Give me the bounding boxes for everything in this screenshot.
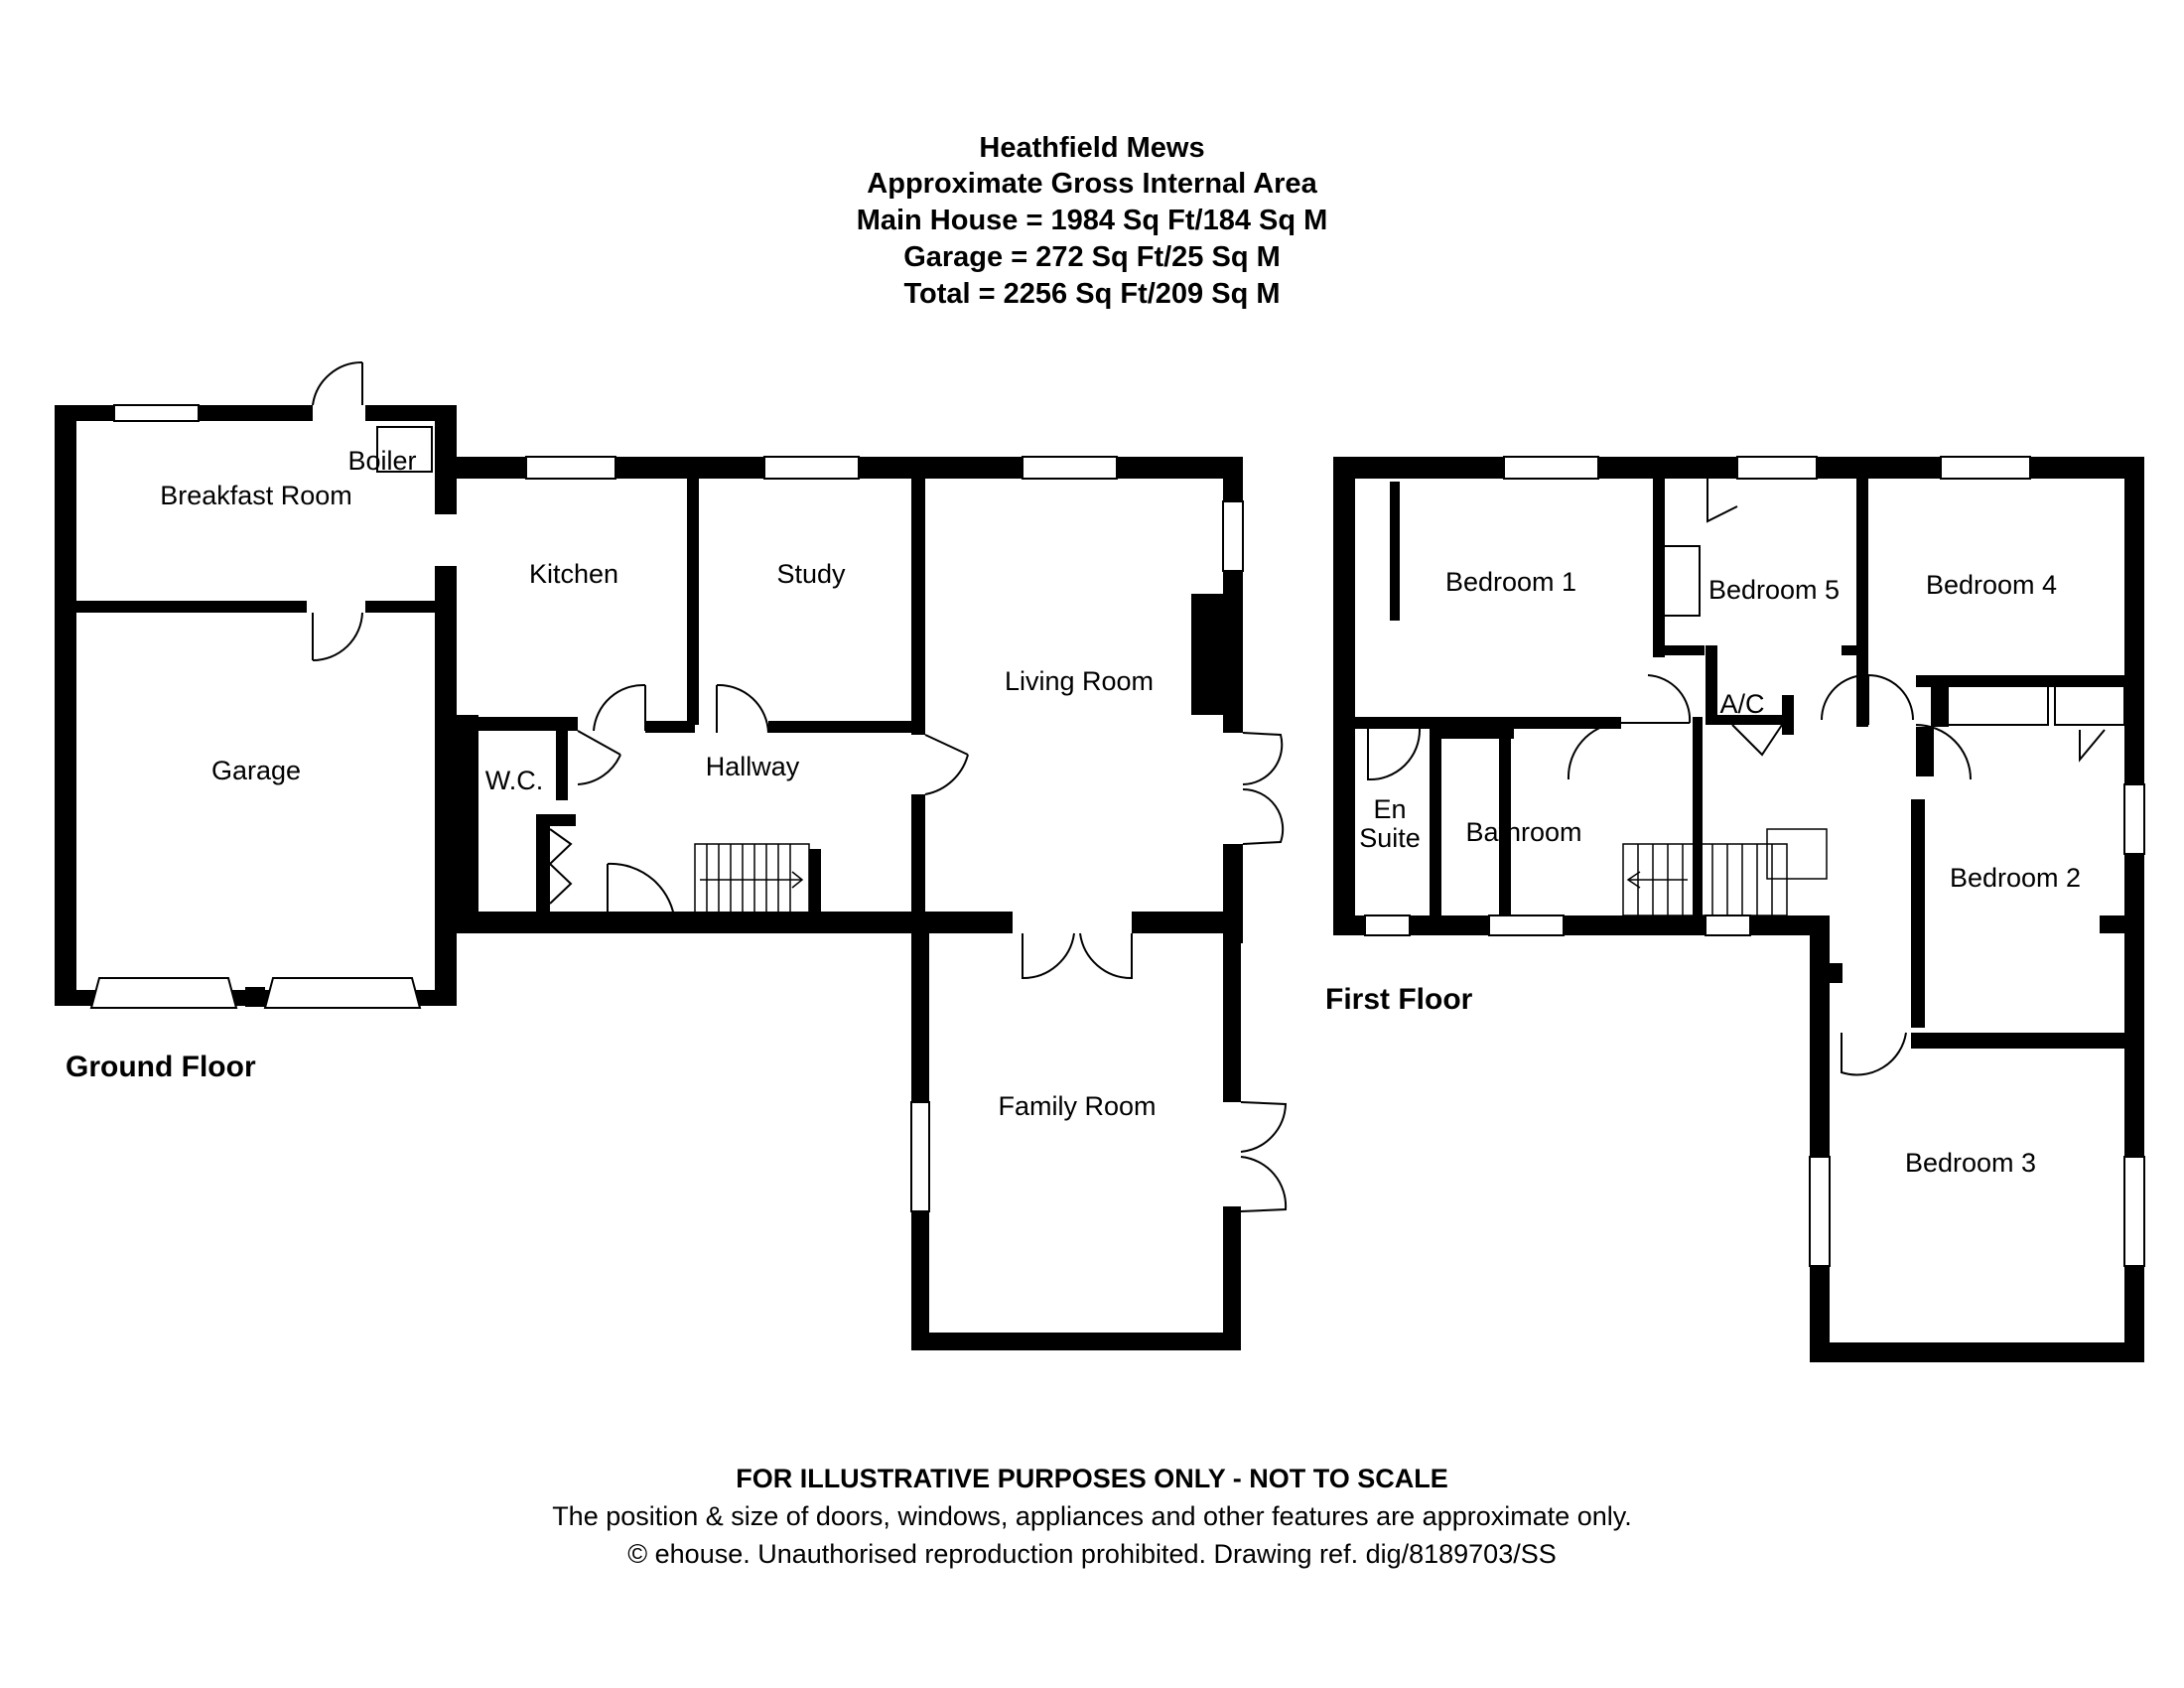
first-floor-label: First Floor xyxy=(1325,983,1473,1016)
disclaimer-text: FOR ILLUSTRATIVE PURPOSES ONLY - NOT TO … xyxy=(736,1464,1448,1493)
room-garage: Garage xyxy=(211,756,301,785)
area-total: Total = 2256 Sq Ft/209 Sq M xyxy=(903,278,1281,310)
plan-title: Heathfield Mews xyxy=(979,132,1205,164)
ground-floor-plan xyxy=(55,405,1243,1350)
room-bedroom-2: Bedroom 2 xyxy=(1950,863,2081,893)
room-breakfast-room: Breakfast Room xyxy=(160,481,352,510)
room-en-suite-line2: Suite xyxy=(1359,823,1421,853)
area-main-house: Main House = 1984 Sq Ft/184 Sq M xyxy=(856,205,1328,236)
garage-doors xyxy=(89,977,422,1009)
room-bedroom-5: Bedroom 5 xyxy=(1708,575,1840,605)
ground-floor-doors xyxy=(312,360,1288,1212)
room-bedroom-1: Bedroom 1 xyxy=(1445,567,1576,597)
room-wc: W.C. xyxy=(485,766,544,795)
ground-floor-windows xyxy=(113,404,1244,1212)
area-garage: Garage = 272 Sq Ft/25 Sq M xyxy=(903,241,1281,273)
room-bedroom-3: Bedroom 3 xyxy=(1905,1148,2036,1178)
plan-subtitle: Approximate Gross Internal Area xyxy=(867,168,1317,200)
first-floor-windows xyxy=(1364,456,2145,1267)
room-kitchen: Kitchen xyxy=(529,559,618,589)
first-floor-doors xyxy=(1367,479,2125,1076)
first-floor-stairs xyxy=(1622,828,1828,916)
room-ac: A/C xyxy=(1719,689,1764,719)
room-living-room: Living Room xyxy=(1005,666,1154,696)
room-study: Study xyxy=(776,559,846,589)
room-bathroom: Bathroom xyxy=(1465,817,1581,847)
room-bedroom-4: Bedroom 4 xyxy=(1926,570,2057,600)
room-hallway: Hallway xyxy=(706,752,800,781)
disclaimer-note: The position & size of doors, windows, a… xyxy=(552,1501,1632,1531)
ground-floor-label: Ground Floor xyxy=(66,1051,256,1083)
room-boiler: Boiler xyxy=(347,446,416,476)
room-en-suite-line1: En xyxy=(1373,794,1406,824)
room-family-room: Family Room xyxy=(998,1091,1156,1121)
ground-floor-stairs xyxy=(694,843,810,916)
copyright-text: © ehouse. Unauthorised reproduction proh… xyxy=(627,1539,1557,1569)
